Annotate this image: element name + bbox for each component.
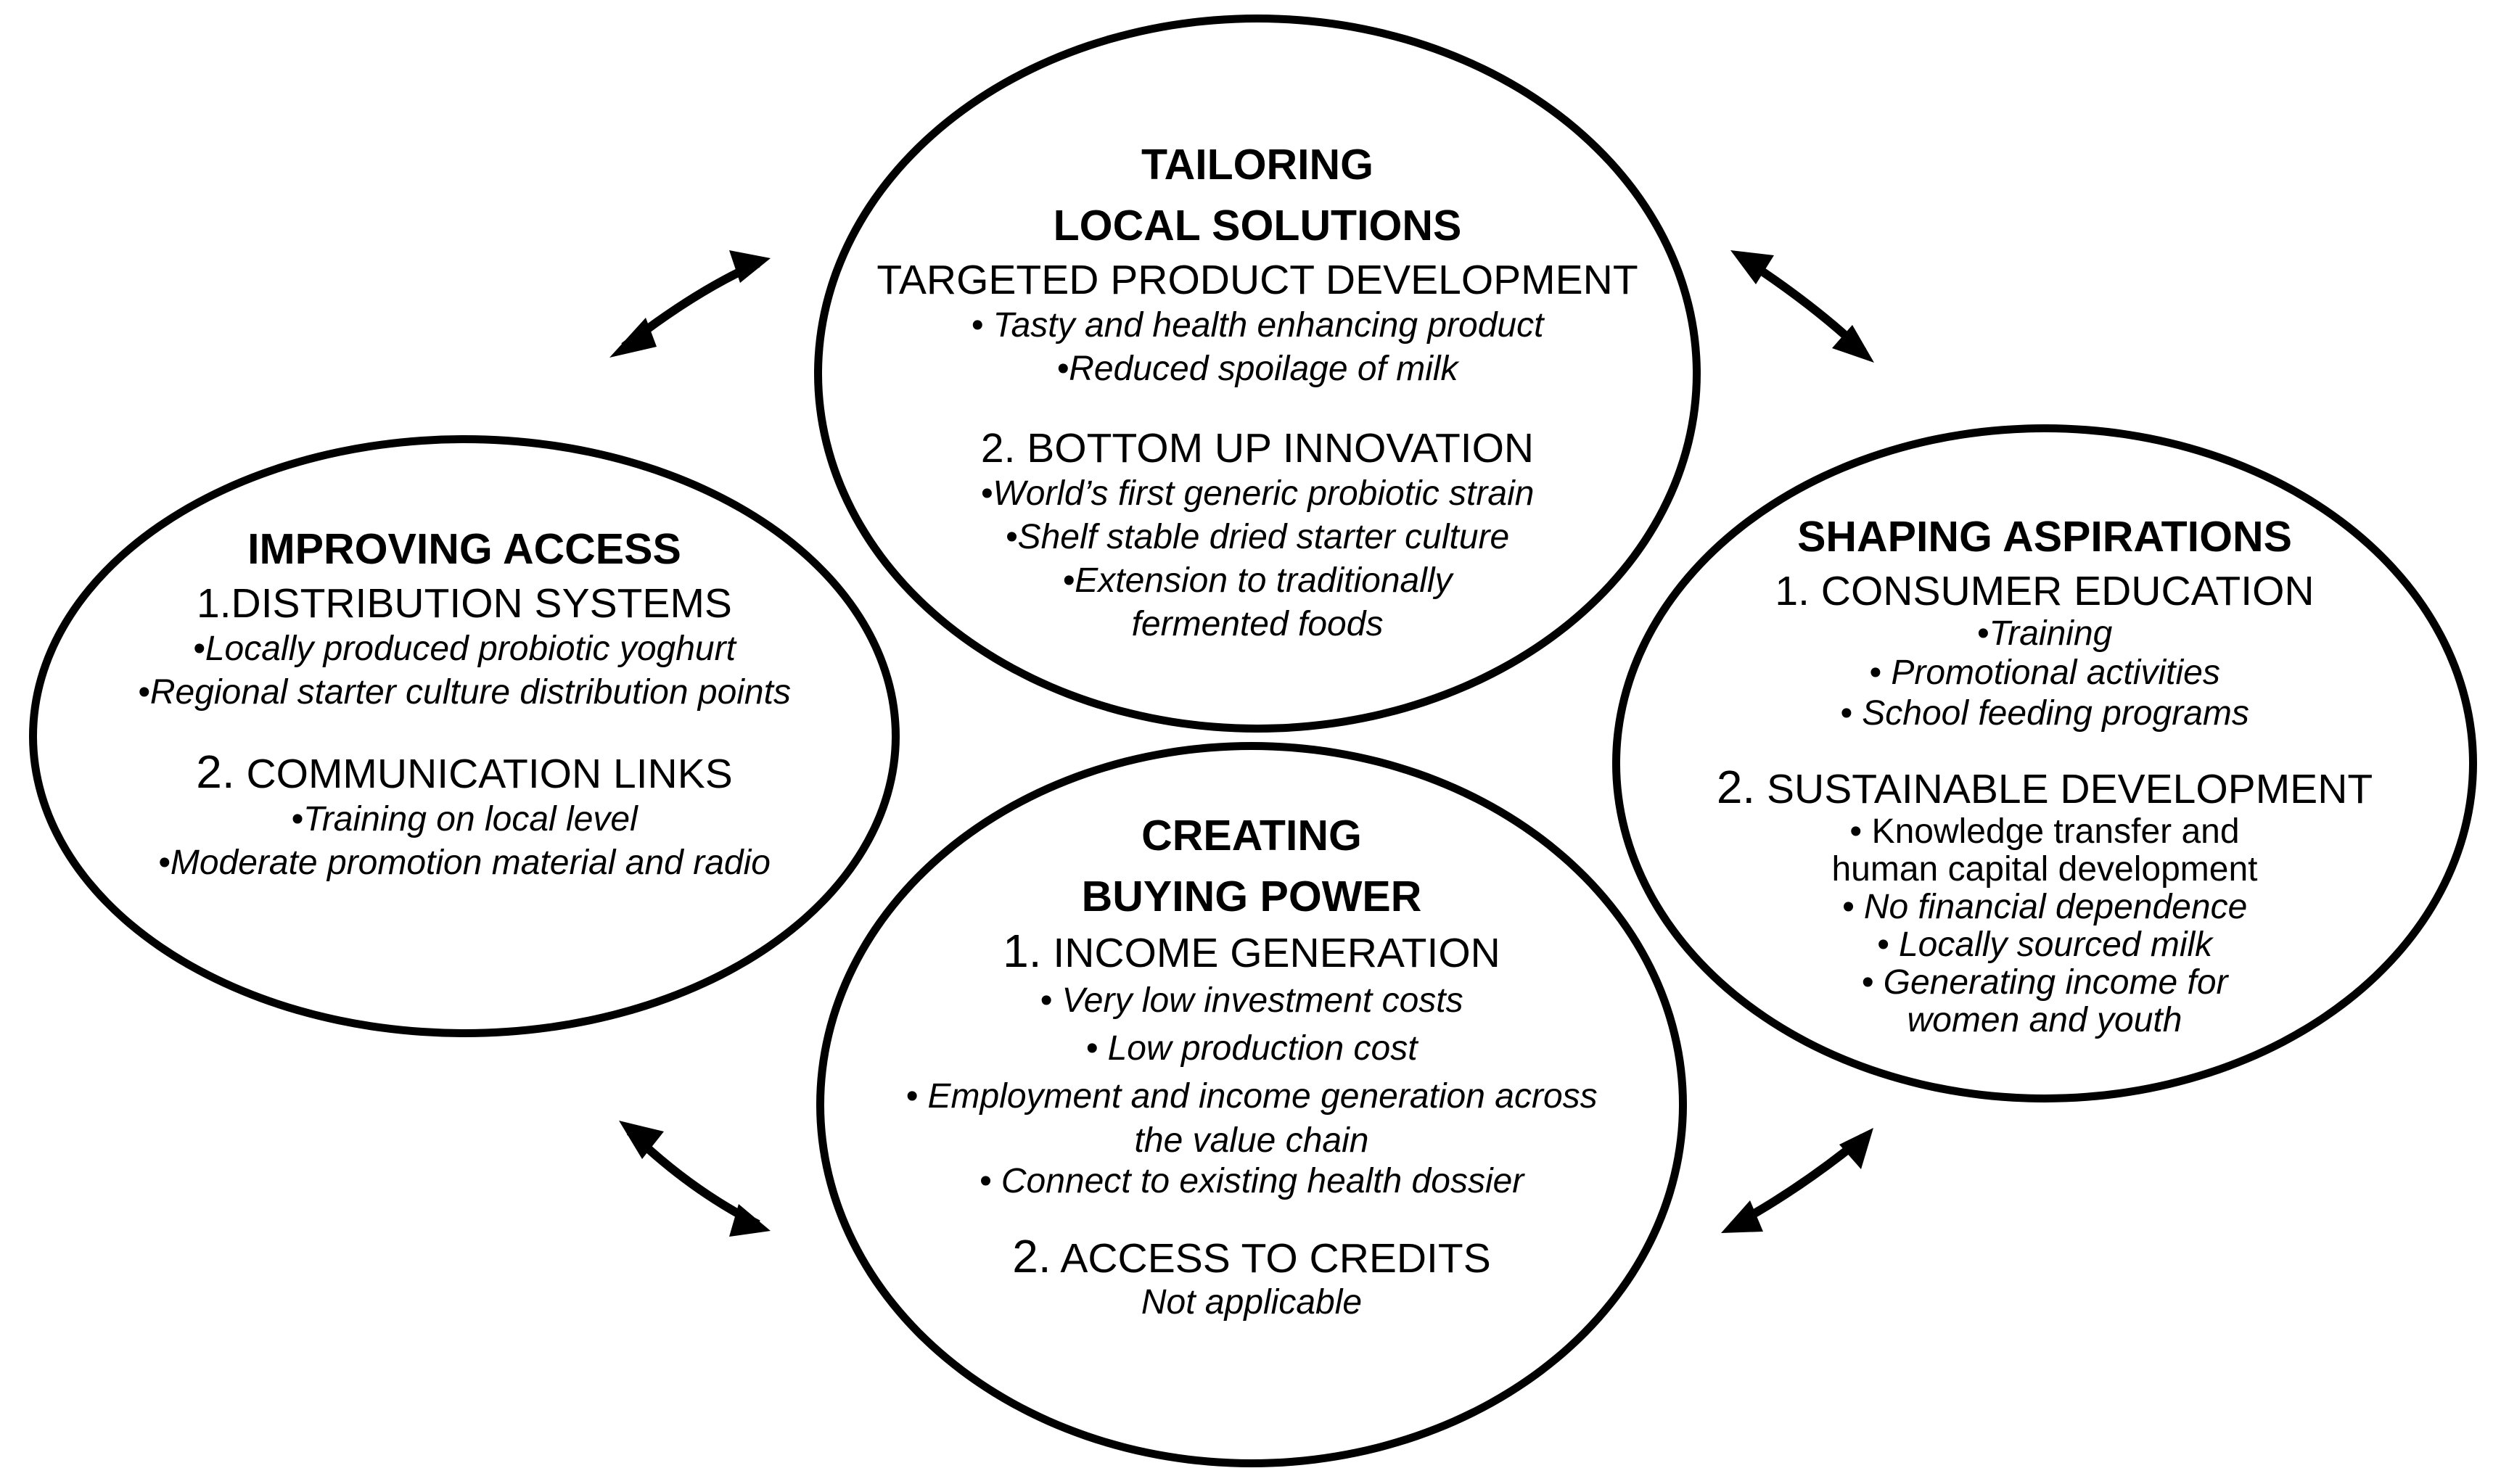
right-section1-item: •Training [1976,614,2113,653]
bottom-section1-label: INCOME GENERATION [1053,930,1500,976]
bottom-title-line2: BUYING POWER [1081,873,1422,920]
bottom-section1-item: the value chain [1134,1121,1369,1160]
arrow-bottom-right [1721,1128,1873,1233]
right-ellipse [1612,424,2477,1102]
top-section2-heading: 2. BOTTOM UP INNOVATION [981,424,1534,472]
top-ellipse [814,15,1701,733]
left-text: IMPROVING ACCESS 1.DISTRIBUTION SYSTEMS … [29,519,900,885]
right-section1-item: • School feeding programs [1840,694,2249,733]
right-title: SHAPING ASPIRATIONS [1797,513,2292,561]
right-section2-label: SUSTAINABLE DEVELOPMENT [1767,766,2373,812]
left-ellipse [29,435,900,1037]
bottom-ellipse [816,742,1687,1467]
left-title: IMPROVING ACCESS [247,525,681,573]
bottom-section2-item: Not applicable [1141,1283,1363,1322]
left-section2-number: 2. [196,746,235,798]
top-text: TAILORING LOCAL SOLUTIONS TARGETED PRODU… [814,134,1701,646]
top-section2-number: 2. [980,425,1016,471]
top-section1-item: • Tasty and health enhancing product [971,306,1544,345]
top-section1-item: •Reduced spoilage of milk [1056,350,1458,388]
arrow-top-right [1730,250,1874,363]
right-section2-item: • Generating income for [1861,963,2228,1002]
bottom-section2-number: 2. [1012,1230,1051,1282]
bottom-section1-item: • Employment and income generation acros… [905,1077,1598,1116]
top-section2-label: BOTTOM UP INNOVATION [1027,425,1535,471]
bottom-section1-heading: 1. INCOME GENERATION [1003,927,1500,977]
right-section2-item: • Knowledge transfer and [1849,812,2240,851]
right-section1-heading: 1. CONSUMER EDUCATION [1775,568,2315,614]
bottom-section1-item: • Connect to existing health dossier [979,1162,1524,1200]
top-title-line2: LOCAL SOLUTIONS [1053,202,1462,250]
bottom-section1-item: • Low production cost [1085,1029,1418,1068]
right-section2-item: women and youth [1907,1001,2182,1039]
left-section2-label: COMMUNICATION LINKS [246,751,733,797]
top-section2-item: •Shelf stable dried starter culture [1005,518,1510,556]
bottom-section2-label: ACCESS TO CREDITS [1060,1235,1491,1282]
arrow-top-left [609,250,771,358]
left-section1-heading: 1.DISTRIBUTION SYSTEMS [197,580,732,627]
left-section2-item: •Moderate promotion material and radio [158,844,771,882]
top-section2-item: fermented foods [1131,605,1384,643]
right-section2-heading: 2. SUSTAINABLE DEVELOPMENT [1717,763,2373,813]
right-section1-item: • Promotional activities [1869,654,2220,692]
bottom-section1-item: • Very low investment costs [1040,981,1463,1020]
top-section1-heading: TARGETED PRODUCT DEVELOPMENT [876,257,1638,303]
right-section2-number: 2. [1716,761,1756,813]
right-section2-item: • No financial dependence [1841,888,2248,926]
arrow-bottom-left [619,1121,771,1237]
left-section2-item: •Training on local level [291,800,638,838]
left-section1-item: •Locally produced probiotic yoghurt [193,630,736,668]
top-title-line1: TAILORING [1141,141,1374,189]
bottom-section2-heading: 2. ACCESS TO CREDITS [1012,1232,1490,1282]
right-text: SHAPING ASPIRATIONS 1. CONSUMER EDUCATIO… [1612,506,2477,1039]
bottom-title-line1: CREATING [1141,812,1362,860]
right-section2-item: human capital development [1831,850,2258,889]
bottom-section1-number: 1. [1003,925,1042,977]
left-section2-heading: 2. COMMUNICATION LINKS [196,748,733,798]
right-section2-item: • Locally sourced milk [1876,926,2213,964]
top-section2-item: •Extension to traditionally [1062,561,1453,600]
left-section1-item: •Regional starter culture distribution p… [138,673,791,712]
top-section2-item: •World’s first generic probiotic strain [980,474,1535,513]
bottom-text: CREATING BUYING POWER 1. INCOME GENERATI… [816,805,1687,1323]
